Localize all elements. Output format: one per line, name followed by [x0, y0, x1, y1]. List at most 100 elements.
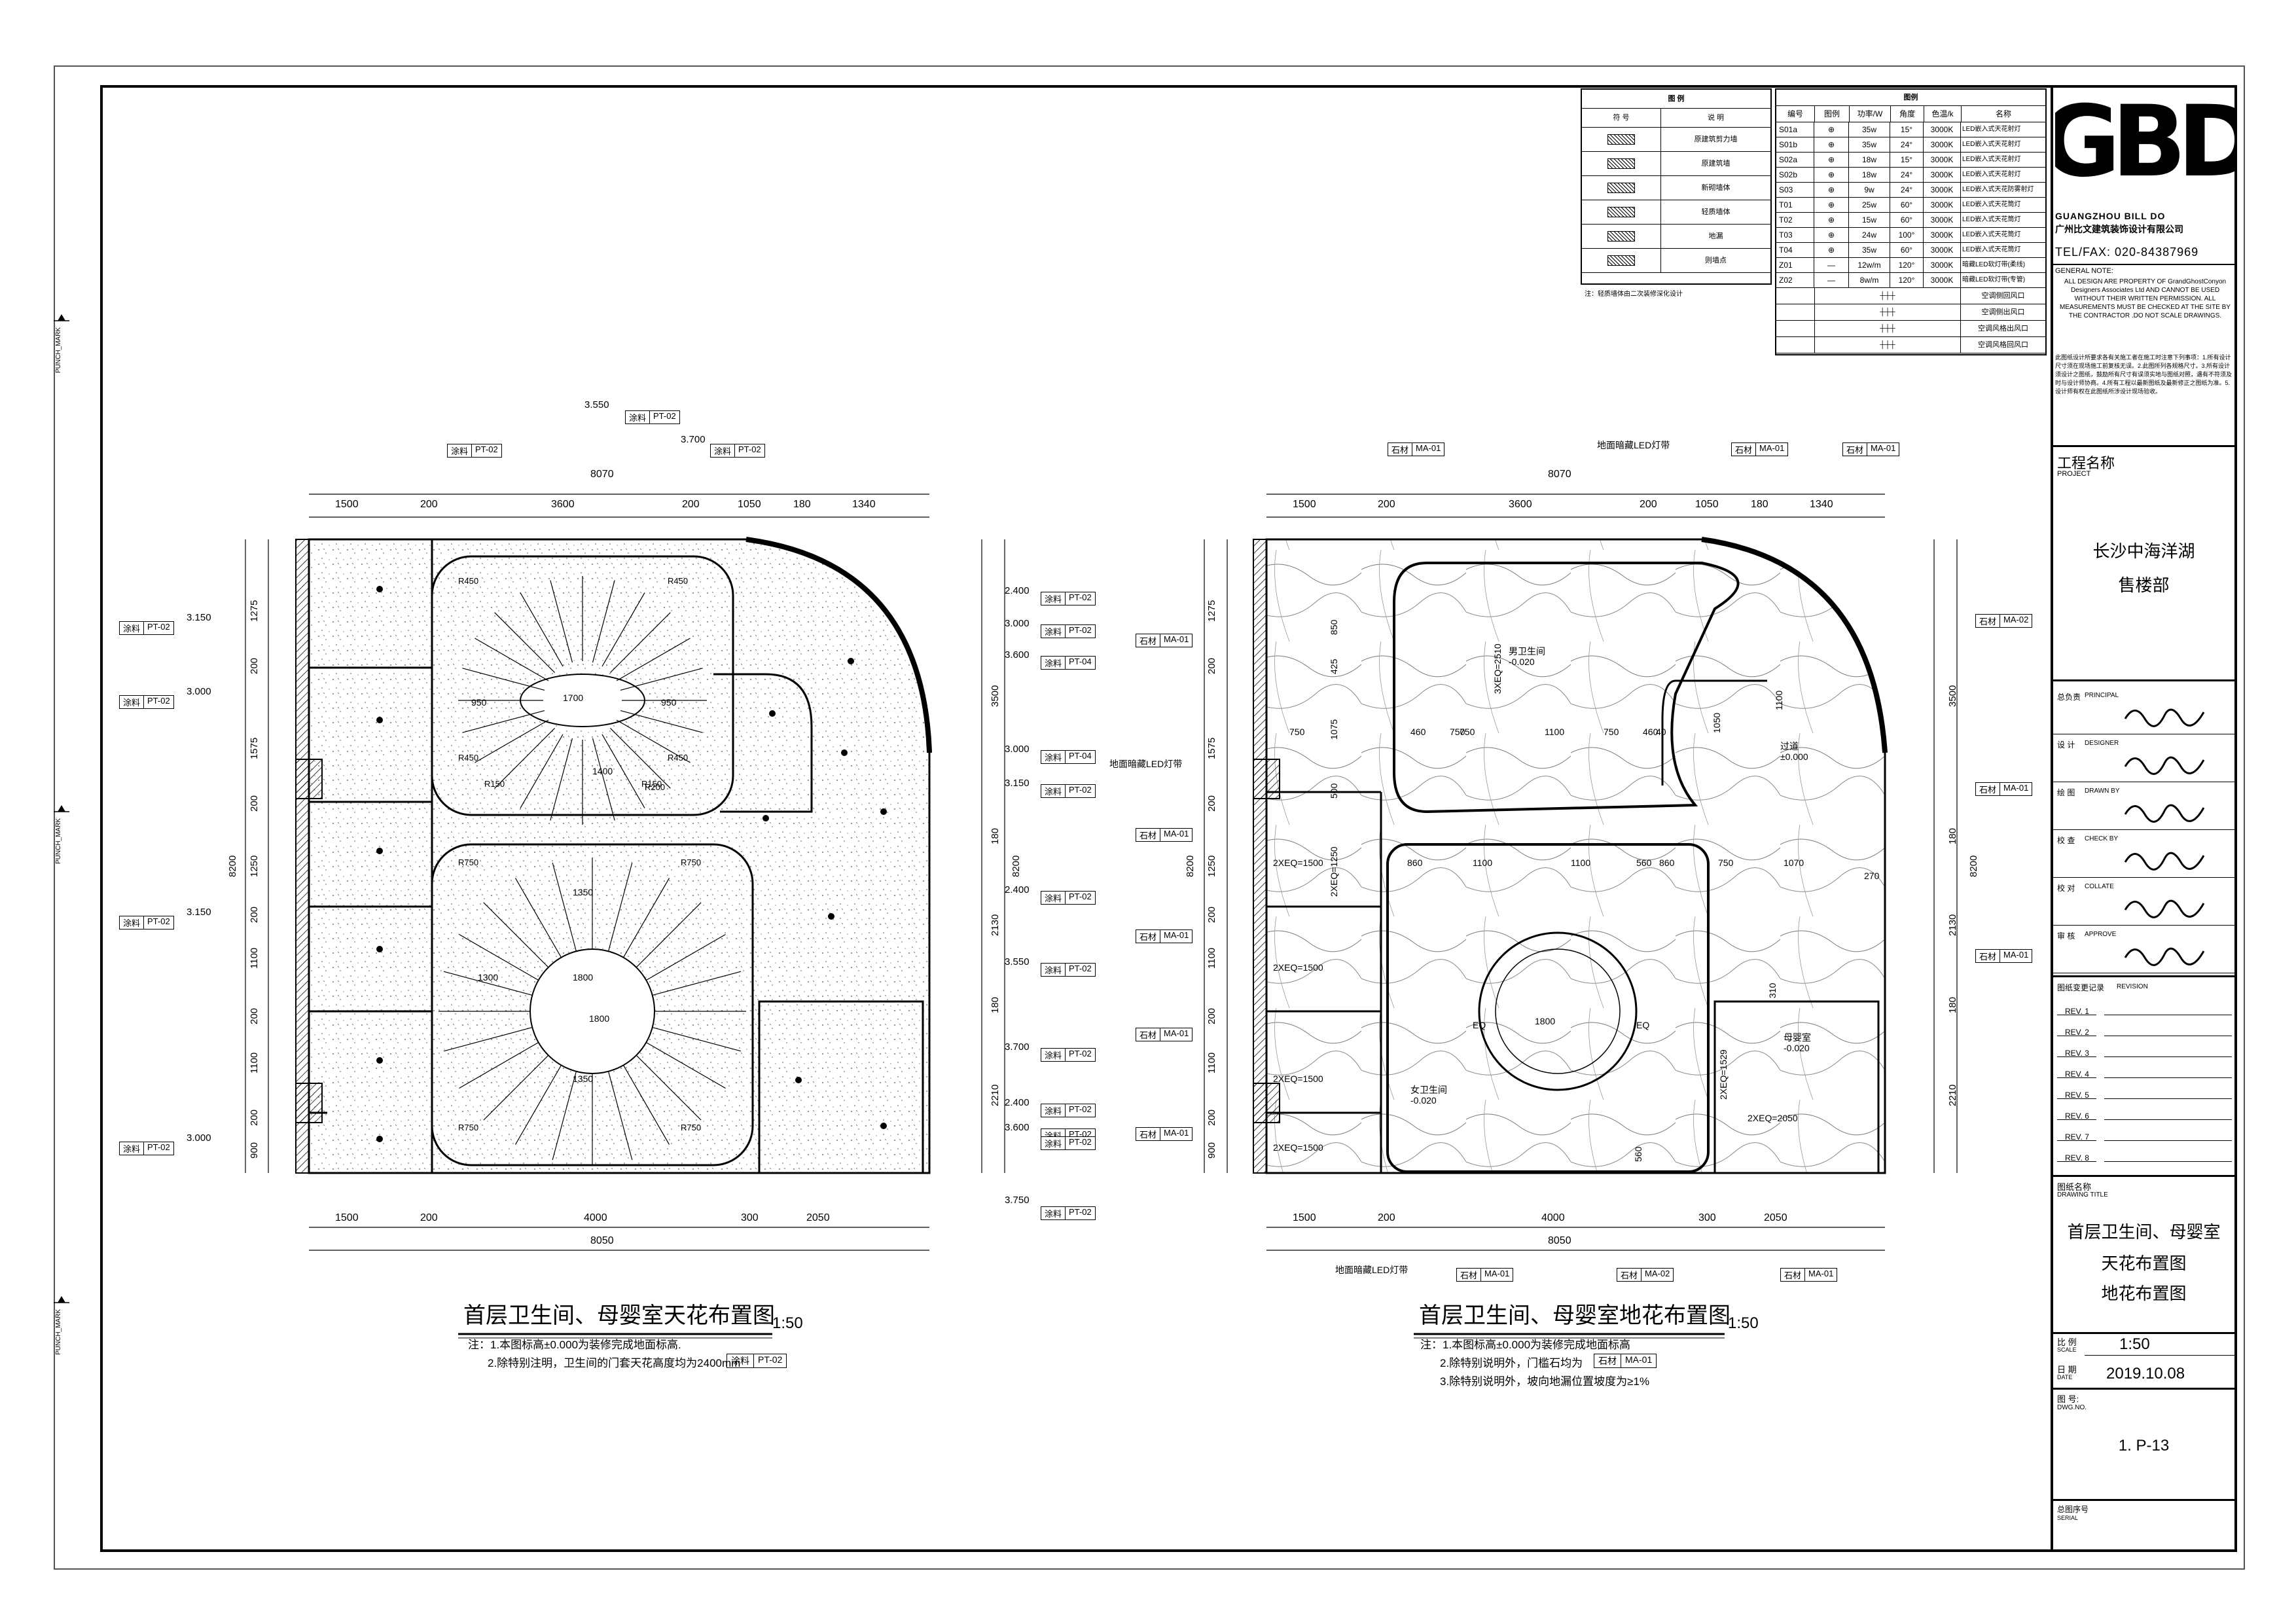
light-power: 12w/m	[1849, 258, 1890, 272]
dimension-label: 560	[1633, 1146, 1643, 1162]
level-label: 3.750	[1005, 1195, 1030, 1206]
material-tag-code: PT-02	[147, 916, 170, 926]
light-temp: 3000K	[1924, 198, 1961, 212]
stall-dimension: 2XEQ=1250	[1329, 846, 1339, 897]
material-tag-type: 涂料	[1041, 625, 1066, 638]
ceiling-ray-line	[601, 734, 645, 808]
level-label: 3.150	[187, 907, 211, 918]
ceiling-note-tag: 涂料 PT-02	[726, 1354, 787, 1368]
ceiling-plan	[245, 494, 1005, 1251]
light-name: LED嵌入式天花射灯	[1962, 126, 2021, 133]
dimension-total: 8070	[590, 469, 614, 480]
level-label: 3.600	[1005, 649, 1030, 660]
revision-label: REV. 2	[2065, 1028, 2089, 1037]
dimension-label: 300	[1698, 1212, 1716, 1223]
stall-dimension: 2XEQ=1529	[1718, 1049, 1729, 1100]
material-tag-type: 石材	[1732, 443, 1757, 456]
dimension-label: 4000	[584, 1212, 607, 1223]
light-code: S02a	[1776, 153, 1814, 167]
general-note-cn: 此图纸设计所要求各有关施工者在施工时注意下列事项：1.所有设计尺寸须在现场施工前…	[2055, 354, 2233, 395]
ceiling-ray-line	[620, 710, 703, 733]
company-tel: TEL/FAX: 020-84387969	[2055, 245, 2199, 259]
legend-header-desc: 说 明	[1707, 114, 1725, 122]
light-code: Z02	[1776, 273, 1814, 287]
line	[2053, 1499, 2237, 1501]
dimension-label: 1300	[478, 972, 499, 983]
dimension-label: 900	[249, 1142, 260, 1159]
material-tag-type: 石材	[1843, 443, 1868, 456]
sheet-outer-border	[54, 65, 2245, 1570]
led-strip-label: 地面暗藏LED灯带	[1335, 1265, 1408, 1275]
floor-note-tag-material: 石材	[1594, 1354, 1621, 1367]
dwg-label-en: DWG.NO.	[2057, 1404, 2087, 1411]
material-tag-type: 石材	[1136, 829, 1161, 841]
downlight-icon	[376, 1136, 383, 1142]
floor-plan	[1204, 494, 1958, 1251]
dimension-label: 1340	[852, 499, 876, 510]
dimension-label: 3500	[1947, 685, 1958, 707]
ceiling-ray-line	[550, 738, 573, 821]
company-logo: GBD	[2040, 85, 2263, 199]
material-tag-type: 涂料	[1041, 785, 1066, 797]
ceiling-ray-line	[608, 862, 633, 952]
floor-plan-title: 首层卫生间、母婴室地花布置图	[1419, 1303, 1731, 1329]
material-tag-type: 石材	[1976, 783, 2001, 795]
role-cn: 校 对	[2057, 884, 2075, 893]
level-label: 2.400	[1005, 884, 1030, 895]
floor-note-2: 2.除特别说明外，门槛石均为	[1440, 1357, 1583, 1369]
role-en: PRINCIPAL	[2085, 692, 2119, 699]
lights-header-temp: 色温/k	[1924, 106, 1962, 122]
light-angle: 100°	[1890, 228, 1924, 242]
ceiling-ray-line	[552, 1071, 577, 1161]
light-temp: 3000K	[1924, 273, 1961, 287]
material-tag-type: 涂料	[448, 444, 473, 457]
dimension-label: 200	[1206, 1109, 1217, 1126]
dimension-label: 200	[1206, 795, 1217, 812]
dimension-label: 180	[1947, 996, 1958, 1013]
ceiling-ray-line	[475, 719, 549, 763]
material-tag-code: PT-02	[653, 411, 676, 421]
ceiling-ray-line	[483, 902, 549, 968]
radius-label: R450	[458, 576, 479, 586]
dimension-label: 1050	[738, 499, 761, 510]
vent-symbol-icon: ┼┼┼	[1815, 288, 1961, 304]
radius-label: R450	[668, 753, 689, 763]
radius-label: R150	[641, 779, 662, 789]
downlight-icon	[841, 749, 848, 756]
downlight-icon	[880, 1123, 887, 1129]
radius-label: R150	[484, 779, 505, 789]
ceiling-ray-line	[483, 1055, 549, 1121]
drawing-title-label-en: DRAWING TITLE	[2057, 1191, 2108, 1199]
downlight-icon	[848, 658, 854, 664]
ceiling-ray-line	[514, 1064, 562, 1145]
dimension-label: EQ	[1636, 1020, 1650, 1030]
light-code: T04	[1776, 243, 1814, 257]
ceiling-ray-line	[601, 592, 645, 667]
dimension-label: 1340	[1810, 499, 1833, 510]
light-name: 暗藏LED软灯带(专管)	[1962, 276, 2026, 283]
stall-dimension: 2XEQ=1500	[1273, 857, 1323, 868]
legend-swatch-icon	[1582, 200, 1661, 224]
revision-row: REV. 5	[2057, 1084, 2234, 1105]
light-symbol-icon: ⊕	[1814, 137, 1849, 152]
material-tag-type: 涂料	[120, 916, 145, 929]
dimension-label: 200	[1206, 1007, 1217, 1024]
dimension-label: 500	[1329, 783, 1339, 799]
ceiling-ray-line	[550, 580, 573, 663]
project-name-2: 售楼部	[2118, 575, 2170, 595]
level-label: 3.550	[584, 399, 609, 410]
legend-vent-row: ┼┼┼空调侧出风口	[1776, 304, 2045, 321]
dimension-label: 1250	[249, 855, 260, 877]
ceiling-ray-line	[652, 1027, 742, 1052]
dimension-label: 1400	[592, 766, 613, 776]
ceiling-note-tag-code: PT-02	[758, 1354, 783, 1365]
light-code: Z01	[1776, 258, 1814, 272]
company-name-cn: 广州比文建筑装饰设计有限公司	[2055, 224, 2183, 234]
role-en: APPROVE	[2085, 931, 2117, 938]
